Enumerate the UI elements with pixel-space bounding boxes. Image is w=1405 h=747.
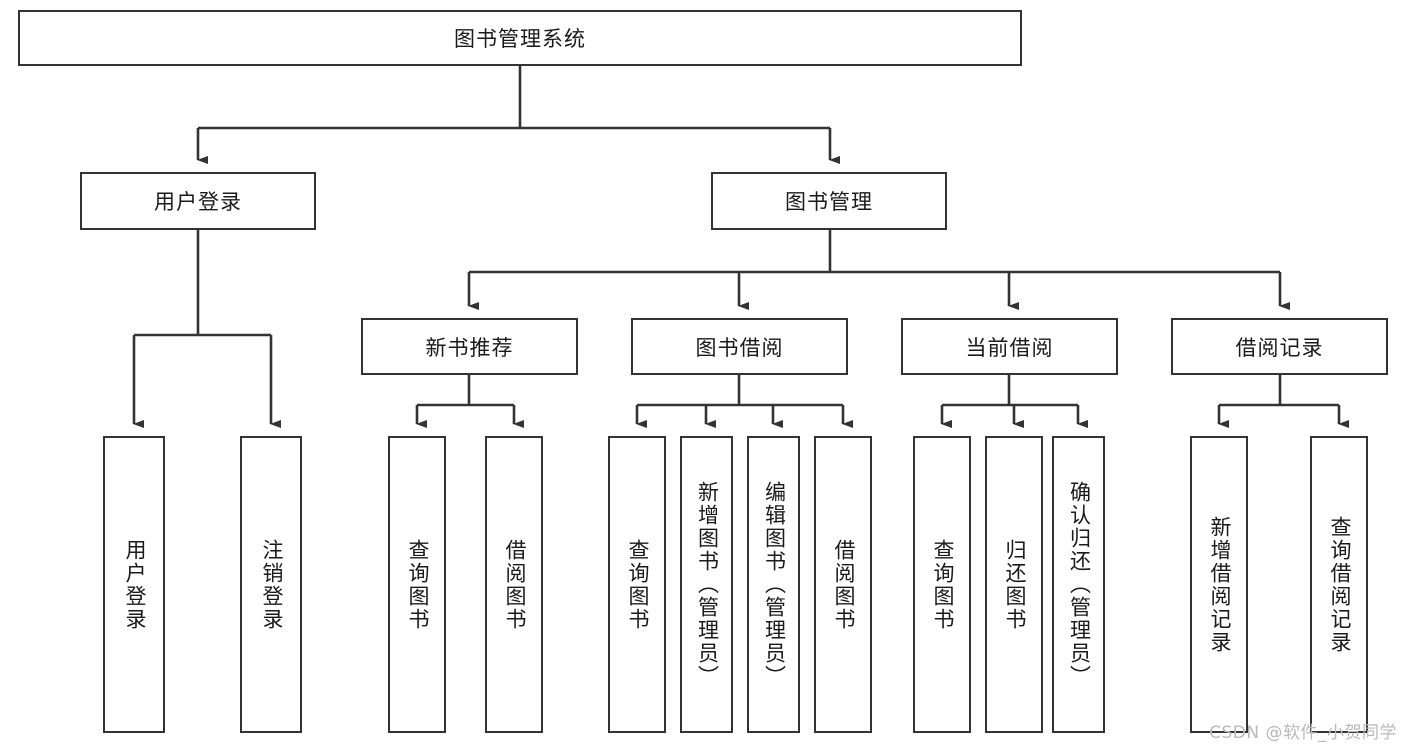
node-label: 用户登录 [154,191,242,214]
node-leaf-return-book[interactable]: 归还图书 [985,436,1043,733]
node-label: 编辑图书（管理员） [762,481,786,688]
node-label: 注销登录 [260,538,284,631]
node-leaf-query-book-borrow[interactable]: 查询图书 [608,436,666,733]
node-leaf-query-borrow-record[interactable]: 查询借阅记录 [1310,436,1368,733]
node-label: 借阅图书 [503,538,527,631]
node-label: 新书推荐 [425,336,514,360]
node-current-borrow[interactable]: 当前借阅 [901,318,1118,375]
node-label: 确认归还（管理员） [1067,481,1091,688]
node-leaf-add-borrow-record[interactable]: 新增借阅记录 [1190,436,1248,733]
node-leaf-logout[interactable]: 注销登录 [240,436,302,733]
node-label: 新增借阅记录 [1208,515,1232,654]
node-label: 图书管理系统 [454,28,586,51]
node-leaf-confirm-return-admin[interactable]: 确认归还（管理员） [1052,436,1105,733]
node-label: 图书管理 [785,191,873,214]
node-user-login[interactable]: 用户登录 [80,172,316,230]
node-book-borrow[interactable]: 图书借阅 [631,318,848,375]
node-new-book-recommend[interactable]: 新书推荐 [361,318,578,375]
node-label: 查询图书 [931,538,955,631]
node-book-manage[interactable]: 图书管理 [711,172,947,230]
node-label: 图书借阅 [695,336,784,360]
node-leaf-edit-book-admin[interactable]: 编辑图书（管理员） [747,436,800,733]
node-leaf-borrow-book[interactable]: 借阅图书 [814,436,872,733]
node-borrow-record[interactable]: 借阅记录 [1171,318,1388,375]
node-leaf-query-book-current[interactable]: 查询图书 [913,436,971,733]
node-label: 查询图书 [406,538,430,631]
node-label: 借阅图书 [832,538,856,631]
csdn-watermark: CSDN @软件_小贺同学 [1209,723,1397,743]
node-label: 用户登录 [123,538,147,631]
node-label: 借阅记录 [1235,336,1324,360]
node-label: 归还图书 [1003,538,1027,631]
node-leaf-user-login[interactable]: 用户登录 [103,436,165,733]
node-root-system[interactable]: 图书管理系统 [18,10,1022,66]
node-leaf-query-book-rec[interactable]: 查询图书 [388,436,446,733]
node-leaf-add-book-admin[interactable]: 新增图书（管理员） [680,436,733,733]
node-leaf-borrow-book-rec[interactable]: 借阅图书 [485,436,543,733]
node-label: 新增图书（管理员） [695,481,719,688]
node-label: 当前借阅 [965,336,1054,360]
node-label: 查询借阅记录 [1328,515,1352,654]
node-label: 查询图书 [626,538,650,631]
